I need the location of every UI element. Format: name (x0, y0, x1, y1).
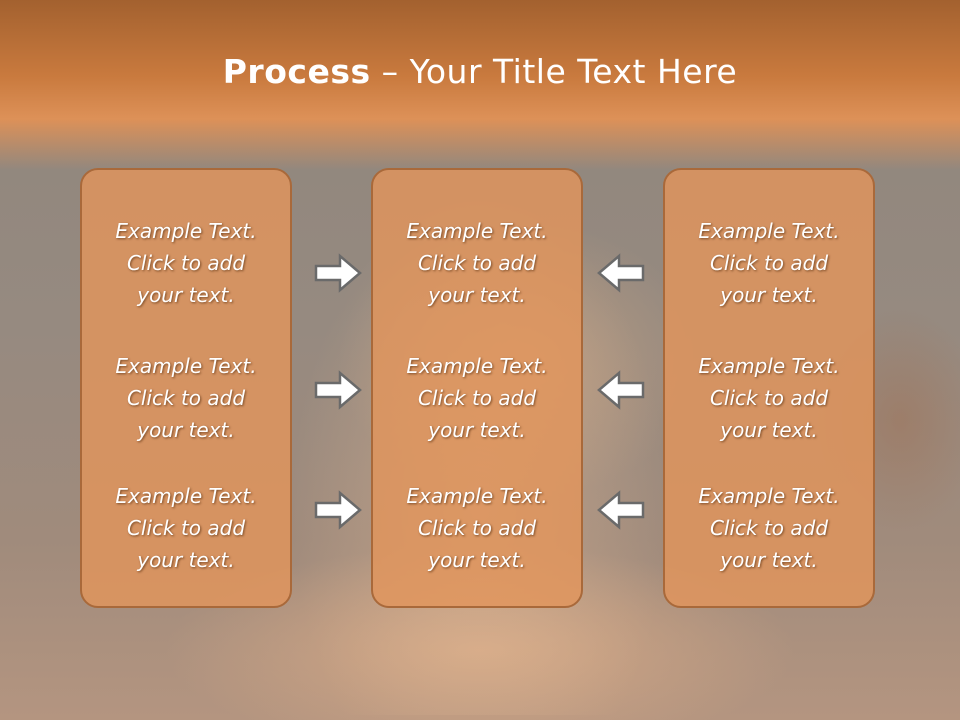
text-block[interactable]: Example Text. Click to add your text. (373, 215, 581, 311)
text-block[interactable]: Example Text. Click to add your text. (82, 215, 290, 311)
title-rest: – Your Title Text Here (370, 52, 738, 91)
text-line: Click to add (709, 251, 829, 275)
text-line: Click to add (126, 516, 246, 540)
text-block[interactable]: Example Text. Click to add your text. (665, 350, 873, 446)
center-panel[interactable]: Example Text. Click to add your text. Ex… (371, 168, 583, 608)
text-line: Example Text. (406, 484, 548, 508)
text-line: Example Text. (698, 219, 840, 243)
text-block[interactable]: Example Text. Click to add your text. (665, 215, 873, 311)
text-line: your text. (137, 283, 235, 307)
right-panel[interactable]: Example Text. Click to add your text. Ex… (663, 168, 875, 608)
text-block[interactable]: Example Text. Click to add your text. (82, 480, 290, 576)
arrow-left-icon (597, 370, 645, 410)
text-line: Click to add (417, 516, 537, 540)
text-block[interactable]: Example Text. Click to add your text. (373, 350, 581, 446)
text-line: Example Text. (115, 354, 257, 378)
text-line: Example Text. (698, 484, 840, 508)
title-band (0, 0, 960, 170)
text-line: Click to add (417, 386, 537, 410)
text-block[interactable]: Example Text. Click to add your text. (373, 480, 581, 576)
left-panel[interactable]: Example Text. Click to add your text. Ex… (80, 168, 292, 608)
text-line: Example Text. (406, 219, 548, 243)
arrow-right-icon (314, 490, 362, 530)
arrow-right-icon (314, 370, 362, 410)
arrow-left-icon (597, 490, 645, 530)
text-line: Click to add (709, 386, 829, 410)
text-line: Click to add (126, 251, 246, 275)
text-block[interactable]: Example Text. Click to add your text. (82, 350, 290, 446)
text-line: Click to add (417, 251, 537, 275)
text-line: your text. (720, 283, 818, 307)
text-line: Example Text. (698, 354, 840, 378)
text-line: Example Text. (115, 219, 257, 243)
title-bold: Process (222, 52, 371, 91)
text-line: your text. (137, 418, 235, 442)
text-line: Example Text. (115, 484, 257, 508)
slide-title[interactable]: Process – Your Title Text Here (0, 52, 960, 91)
text-block[interactable]: Example Text. Click to add your text. (665, 480, 873, 576)
arrow-left-icon (597, 253, 645, 293)
text-line: Click to add (126, 386, 246, 410)
text-line: Click to add (709, 516, 829, 540)
text-line: your text. (720, 418, 818, 442)
arrow-right-icon (314, 253, 362, 293)
text-line: your text. (428, 548, 526, 572)
text-line: your text. (137, 548, 235, 572)
text-line: your text. (428, 418, 526, 442)
text-line: Example Text. (406, 354, 548, 378)
text-line: your text. (720, 548, 818, 572)
text-line: your text. (428, 283, 526, 307)
